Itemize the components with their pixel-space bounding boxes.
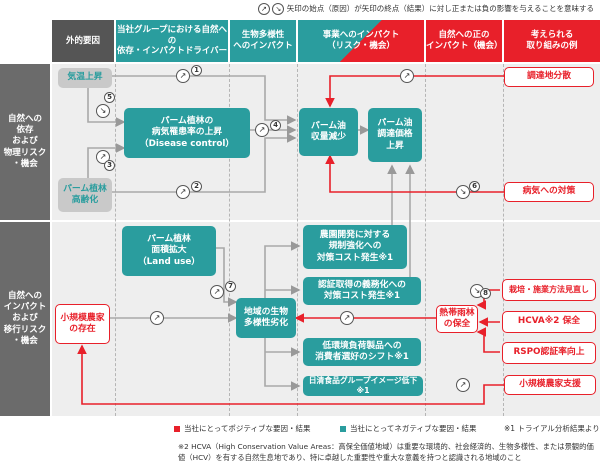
column-divider <box>229 64 230 416</box>
biodiv-loss-box: 地域の生物 多様性劣化 <box>236 298 296 338</box>
badge-number: 7 <box>225 281 236 292</box>
positive-effect-icon: ↗ <box>340 311 354 325</box>
negative-effect-icon: ↗ <box>176 185 190 199</box>
regulation-box: 農園開発に対する 規制強化への 対策コスト発生※1 <box>303 225 407 269</box>
negative-effect-icon: ↗ <box>176 69 190 83</box>
positive-effect-icon: ↘ <box>456 185 470 199</box>
negative-effect-icon: ↗ <box>210 285 224 299</box>
column-divider <box>503 64 504 416</box>
legend-positive: 当社にとってポジティブな要因・結果 <box>174 423 310 434</box>
badge-number: 2 <box>191 181 202 192</box>
arrow-legend-note: ↗ ↘ 矢印の始点（原因）が矢印の終点（結果）に対し正または負の影響を与えること… <box>257 3 594 15</box>
negative-effect-icon: ↗ <box>150 311 164 325</box>
temp-rise-box: 気温上昇 <box>58 68 112 88</box>
negative-effect-icon: ↘ <box>96 104 110 118</box>
legend-teal-square <box>340 426 346 432</box>
smallholder-box: 小規模農家 の存在 <box>55 304 110 344</box>
price-up-box: パーム油 調達価格 上昇 <box>368 108 422 162</box>
brand-down-box: 日清食品グループイメージ低下※1 <box>303 376 423 396</box>
header-business: 事業へのインパクト （リスク・機会） <box>298 20 424 62</box>
header-dependency: 当社グループにおける自然への 依存・インパクトドライバー <box>116 20 228 62</box>
badge-number: 6 <box>469 181 480 192</box>
row-header-transition: 自然への インパクト および 移行リスク ・機会 <box>0 222 50 416</box>
disease-rate-box: パーム植林の 病気罹患率の上昇 （Disease control） <box>124 108 250 158</box>
legend-note1: ※1 トライアル分析結果より <box>504 424 600 433</box>
hcva-box: HCVA※2 保全 <box>502 311 596 333</box>
arrow-icon: ↘ <box>272 3 285 15</box>
consumer-shift-box: 低環境負荷製品への 消費者選好のシフト※1 <box>303 338 421 366</box>
legend-red-square <box>174 426 180 432</box>
row-header-physical: 自然への 依存 および 物理リスク ・機会 <box>0 64 50 220</box>
badge-number: 1 <box>191 65 202 76</box>
badge-number: 4 <box>270 120 281 131</box>
positive-effect-icon: ↗ <box>400 69 414 83</box>
column-divider <box>115 64 116 416</box>
positive-effect-icon: ↗ <box>456 378 470 392</box>
hcv-box: 熱帯雨林 の保全 <box>436 305 478 333</box>
header-actions: 考えられる 取り組みの例 <box>504 20 600 62</box>
disease-measures-box: 病気への対策 <box>504 182 594 202</box>
header-positive: 自然への正の インパクト（機会） <box>426 20 503 62</box>
negative-effect-icon: ↗ <box>255 123 269 137</box>
column-divider <box>297 64 298 416</box>
arrow-icon: ↗ <box>257 3 270 15</box>
header-external: 外的要因 <box>52 20 114 62</box>
smallholder-support-box: 小規模農家支援 <box>504 375 596 395</box>
badge-number: 8 <box>480 288 491 299</box>
column-divider <box>425 64 426 416</box>
area-expand-box: パーム植林 面積拡大 （Land use） <box>122 226 216 276</box>
diversify-box: 調達地分散 <box>504 67 594 87</box>
cultivation-box: 栽培・施業方法見直し <box>502 279 596 301</box>
palm-aging-box: パーム植林 高齢化 <box>58 178 112 212</box>
badge-number: 3 <box>104 160 115 171</box>
rspo-box: RSPO認証率向上 <box>502 342 596 364</box>
header-biodiversity: 生物多様性 へのインパクト <box>230 20 296 62</box>
legend-negative: 当社にとってネガティブな要因・結果 <box>340 423 476 434</box>
footnote-hcva: ※2 HCVA（High Conservation Value Areas：高保… <box>178 442 594 463</box>
yield-down-box: パーム油 収量減少 <box>299 108 358 156</box>
cert-cost-box: 認証取得の義務化への 対策コスト発生※1 <box>303 277 421 305</box>
badge-number: 5 <box>104 92 115 103</box>
